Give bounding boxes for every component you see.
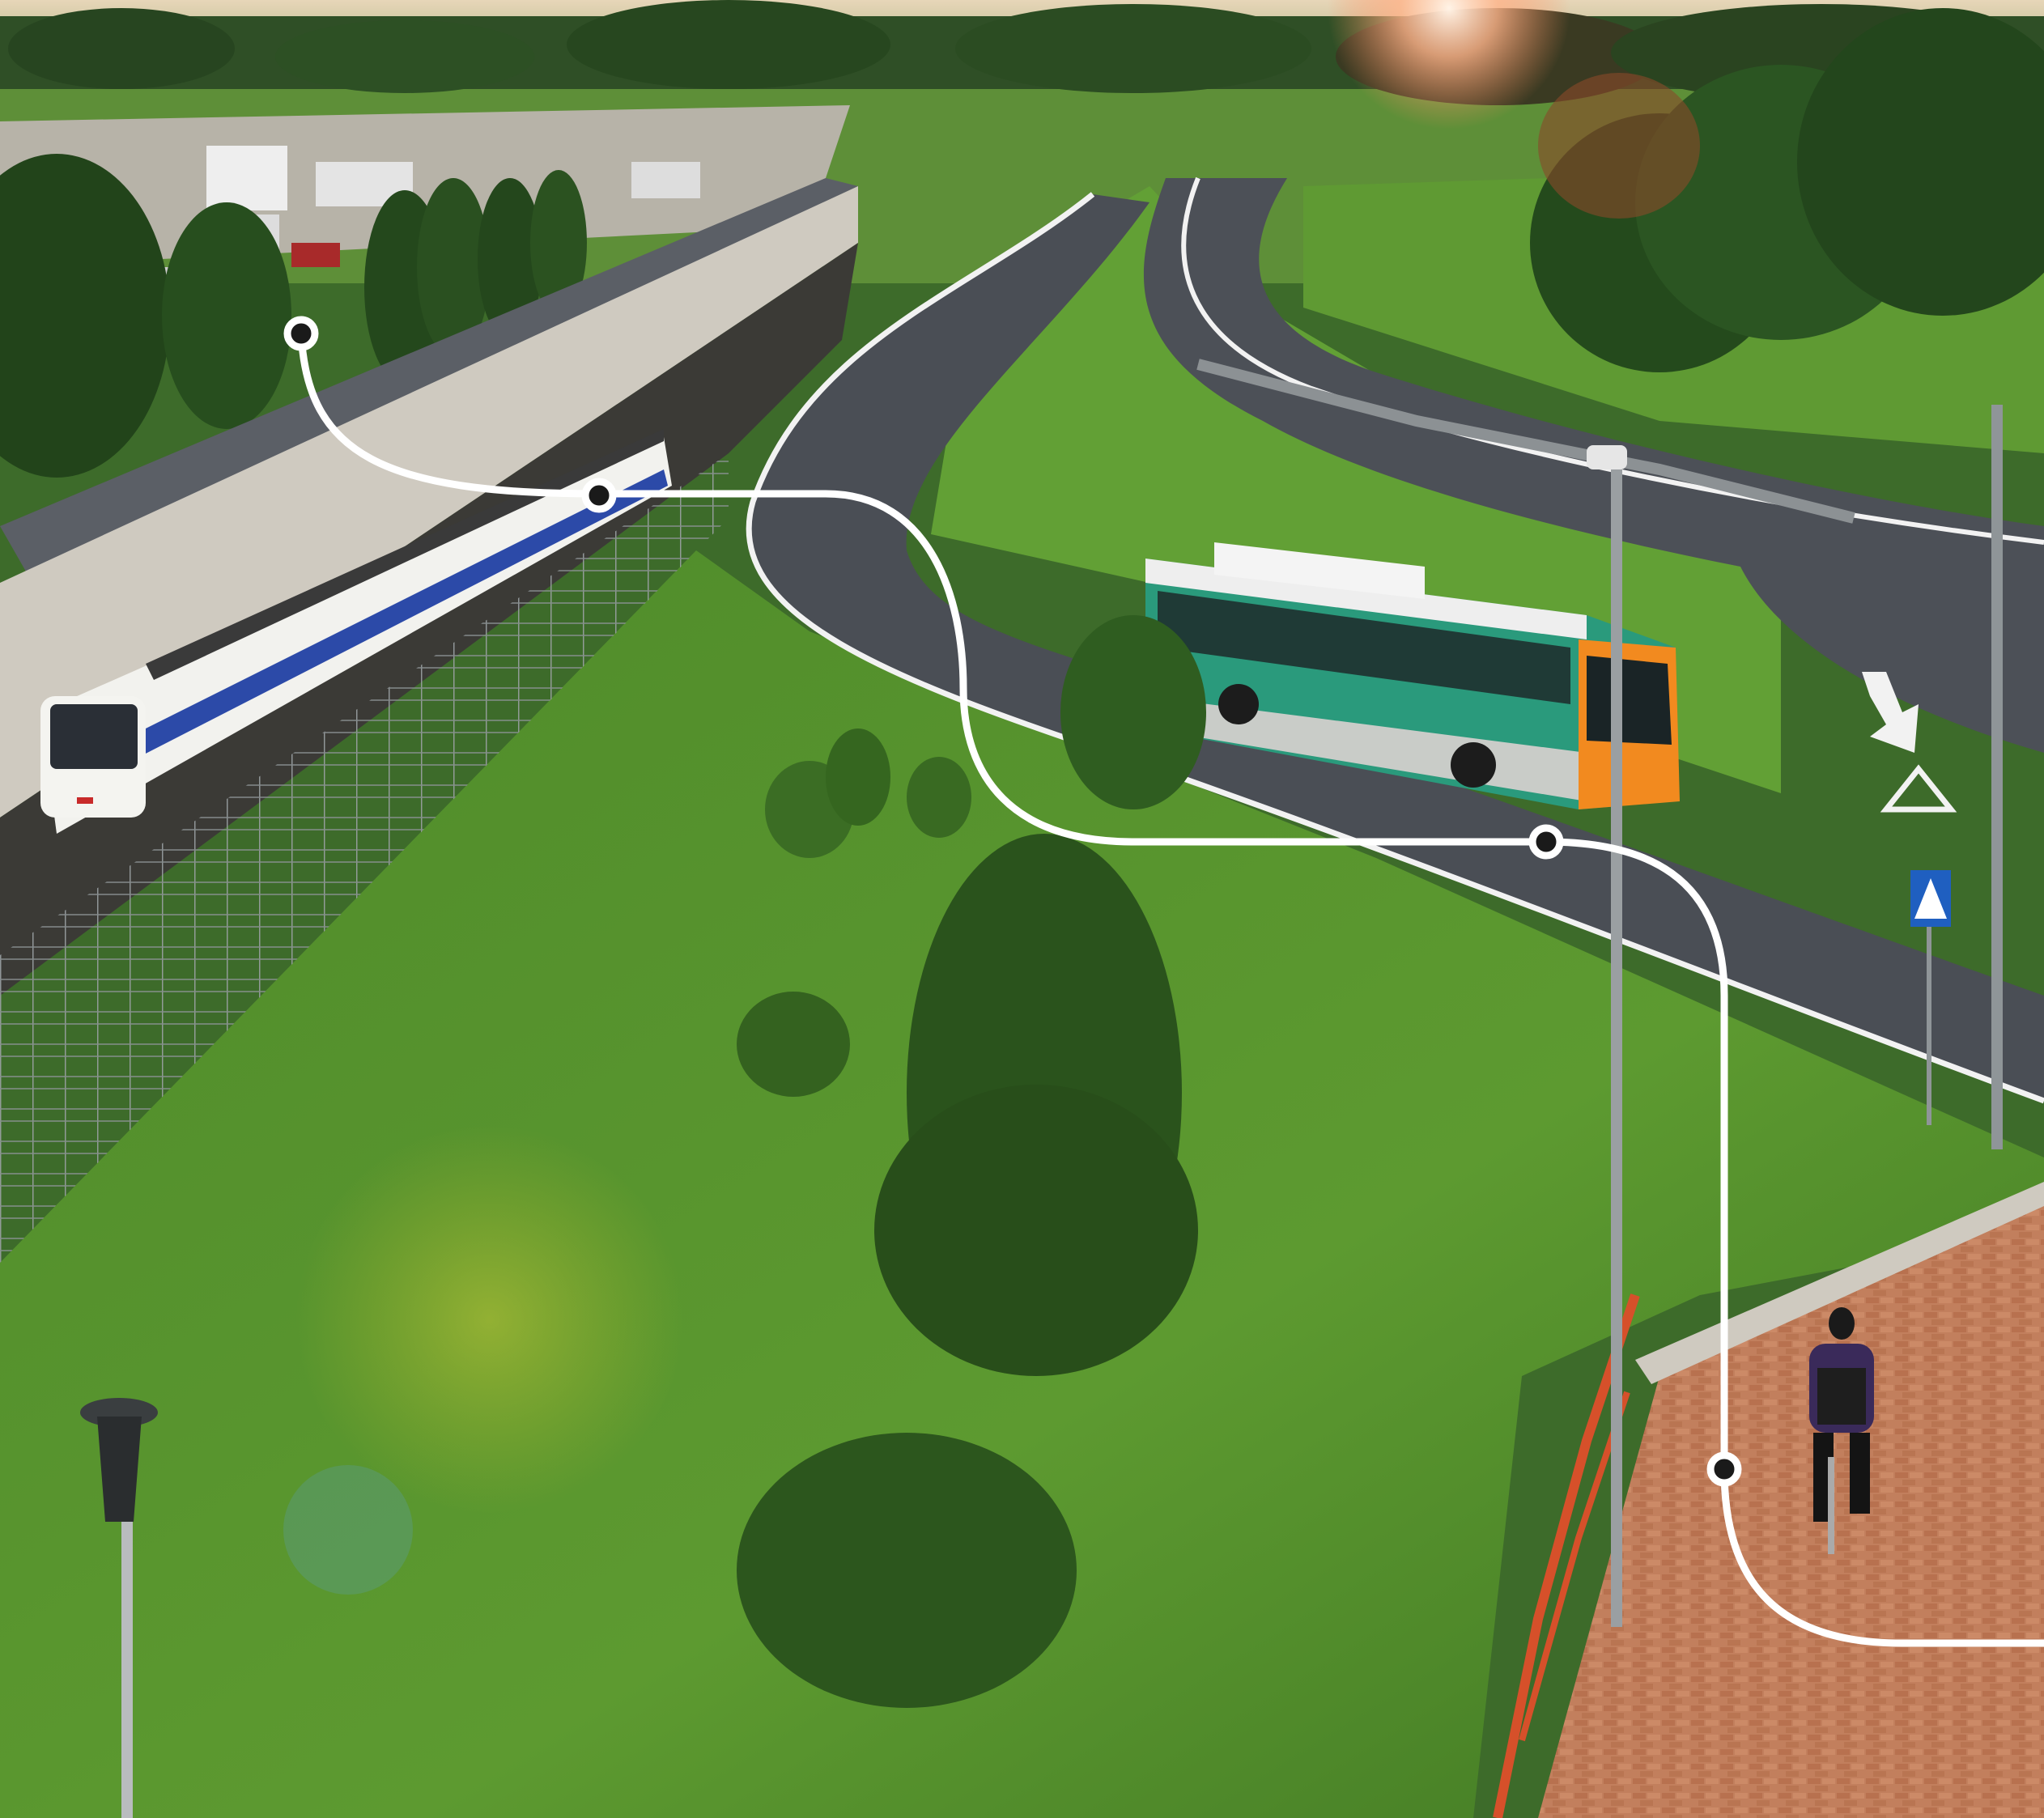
main-road xyxy=(749,194,2044,1101)
lens-flare-small xyxy=(283,1465,413,1595)
road-arrow-icon xyxy=(1862,672,1919,753)
path-kerb xyxy=(1635,1182,2044,1384)
lawn-trees xyxy=(737,615,1206,1708)
cyclist xyxy=(1809,1307,1874,1554)
sun-glare xyxy=(1328,0,1570,130)
route-line xyxy=(297,329,2044,1647)
metro-windshield xyxy=(50,704,138,769)
guard-rail xyxy=(1196,359,1855,524)
street-lamp-right xyxy=(1991,405,2003,1149)
left-tree-row xyxy=(0,154,587,478)
metro-train xyxy=(40,429,672,834)
elevated-road xyxy=(0,178,858,583)
city-bus xyxy=(1145,542,1680,809)
pedestrian-crossing-sign-icon xyxy=(1910,870,1951,1125)
route-stop-marker xyxy=(283,316,319,351)
route-stop-marker xyxy=(1706,1451,1742,1487)
street-lamp-tall xyxy=(1587,445,1627,1627)
route-stops xyxy=(283,316,1742,1487)
garden-lamp xyxy=(80,1398,158,1818)
route-stop-marker xyxy=(1528,824,1564,860)
route-stop-marker xyxy=(581,478,617,513)
right-tree-cluster xyxy=(1530,8,2044,372)
metro-fence xyxy=(0,453,729,1263)
give-way-triangle xyxy=(1880,764,1957,813)
lens-flare xyxy=(295,1125,684,1514)
brick-path xyxy=(1538,1198,2044,1818)
bus-windshield xyxy=(1587,656,1672,745)
road-edge-line xyxy=(746,192,2044,1104)
